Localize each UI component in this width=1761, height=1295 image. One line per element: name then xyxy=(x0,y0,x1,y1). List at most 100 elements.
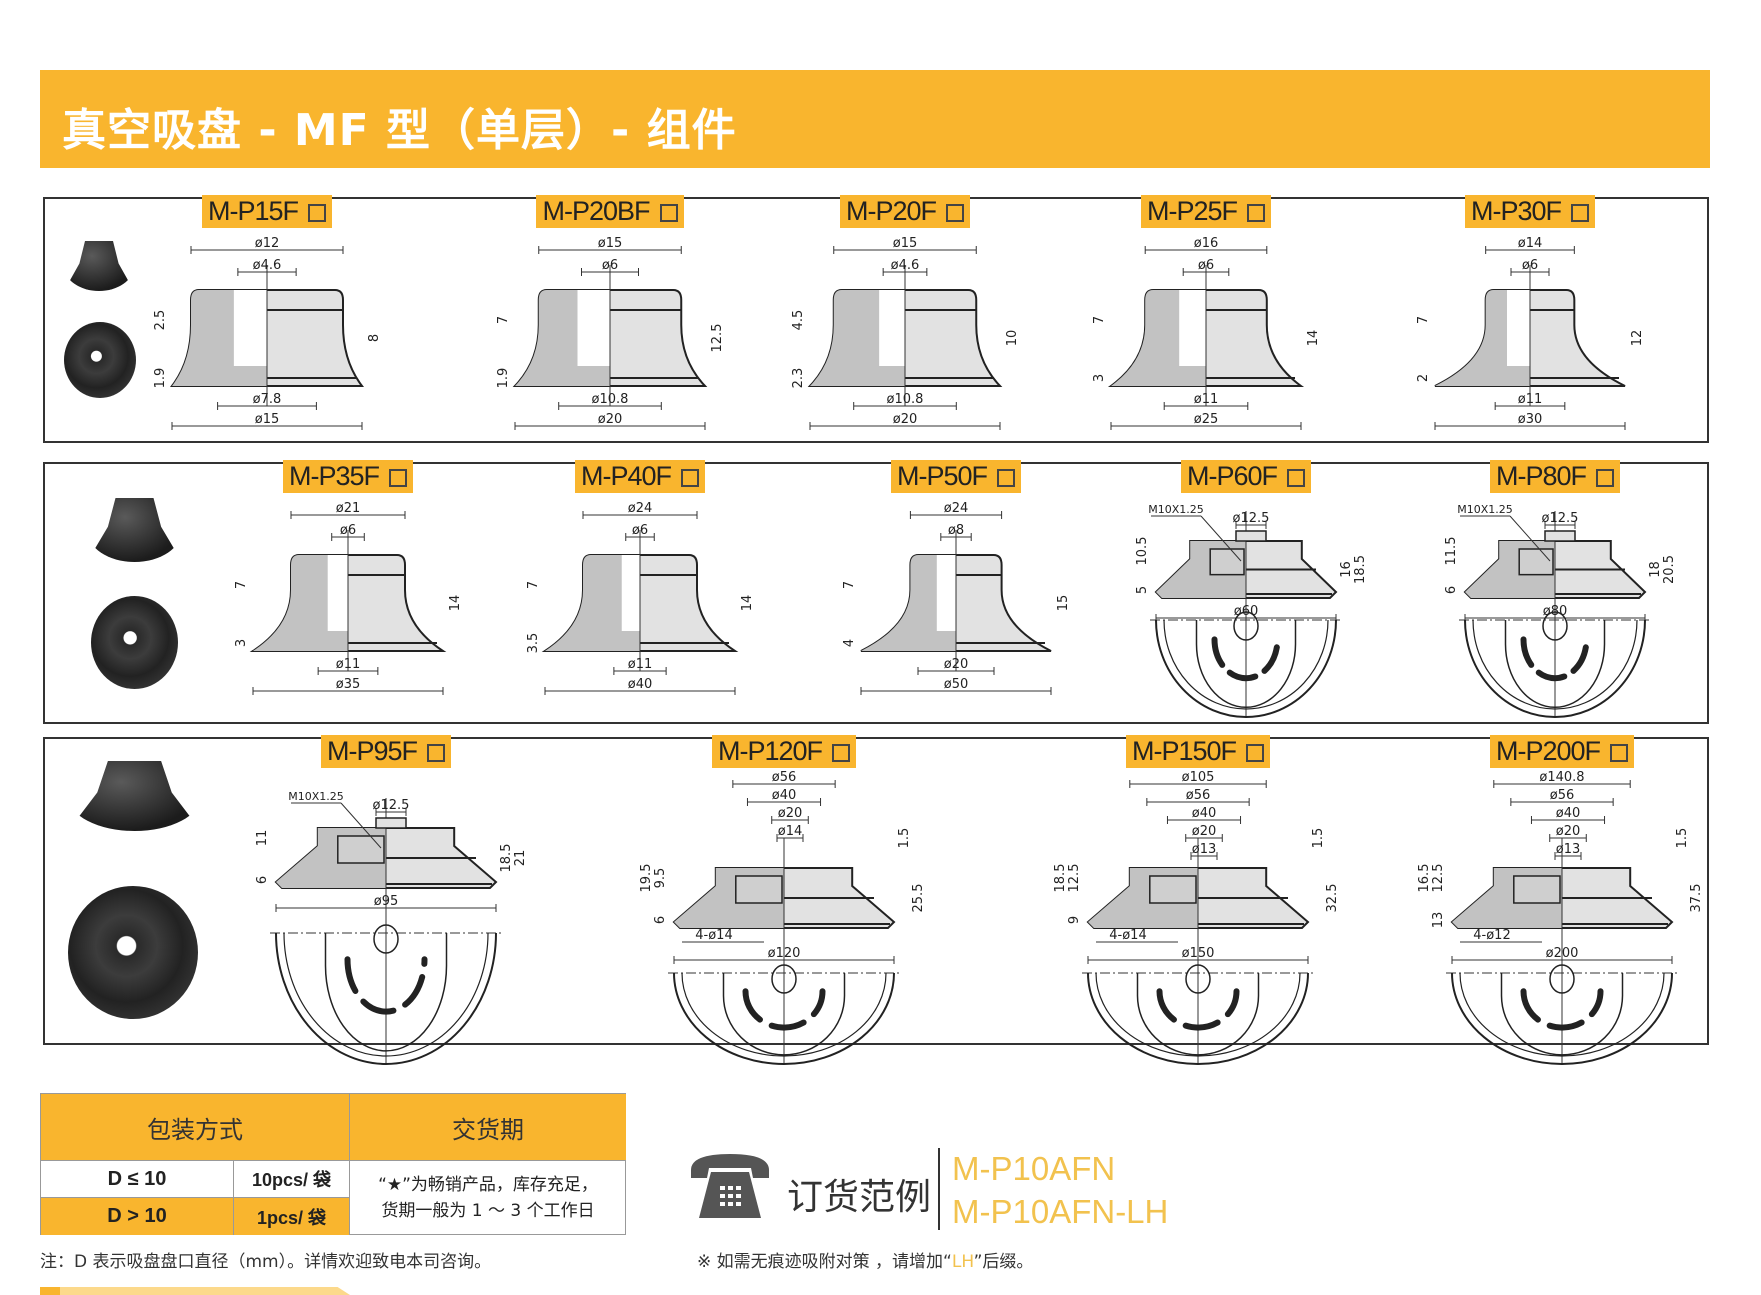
option-checkbox[interactable] xyxy=(681,469,700,487)
leader-line xyxy=(1200,515,1242,562)
model-label: M-P35F xyxy=(282,460,414,493)
option-checkbox[interactable] xyxy=(659,204,678,222)
thread-stem xyxy=(1544,530,1576,542)
plan-slots xyxy=(344,956,428,1015)
plan-outline xyxy=(1155,619,1337,718)
height-dimension: 4 xyxy=(842,639,857,647)
cup-bore xyxy=(327,555,348,631)
insert-section xyxy=(735,875,783,904)
height-dimension: 2 xyxy=(1416,374,1431,382)
height-dimension: 7 xyxy=(1092,316,1107,324)
height-dimension: 1.5 xyxy=(897,828,912,849)
bottom-diameter: ø40 xyxy=(628,677,653,692)
bottom-diameter: ø95 xyxy=(374,894,399,909)
top-diameter: ø40 xyxy=(772,788,797,803)
option-checkbox[interactable] xyxy=(389,469,408,487)
option-checkbox[interactable] xyxy=(997,469,1016,487)
top-diameter: ø12.5 xyxy=(1233,511,1270,526)
cup-section xyxy=(253,555,348,651)
plan-outline xyxy=(1464,619,1646,718)
bottom-diameter: ø10.8 xyxy=(887,392,924,407)
option-checkbox[interactable] xyxy=(1287,469,1306,487)
plan-rib xyxy=(1500,973,1624,1056)
top-diameter: ø21 xyxy=(336,501,361,516)
plan-outline xyxy=(1087,972,1309,1065)
option-checkbox[interactable] xyxy=(1247,204,1266,222)
model-name: M-P35F xyxy=(288,461,380,491)
cup-bore xyxy=(233,290,267,366)
option-checkbox[interactable] xyxy=(1571,204,1590,222)
plan-rib xyxy=(722,973,846,1056)
order-tip-highlight: LH xyxy=(951,1252,974,1272)
option-checkbox[interactable] xyxy=(427,744,446,762)
option-checkbox[interactable] xyxy=(1610,744,1629,762)
bottom-diameter: ø20 xyxy=(944,657,969,672)
order-example-label: 订货范例 xyxy=(787,1177,932,1218)
model-name: M-P95F xyxy=(326,736,418,766)
model-name: M-P40F xyxy=(580,461,672,491)
height-dimension: 32.5 xyxy=(1325,884,1340,913)
model-name: M-P120F xyxy=(717,736,823,766)
height-dimension: 18.5 xyxy=(1053,864,1068,893)
plan-rib xyxy=(1195,620,1297,709)
plan-center-hole xyxy=(1549,964,1575,994)
option-checkbox[interactable] xyxy=(1596,469,1615,487)
delivery-text-line1: “★”为畅销产品，库存充足， xyxy=(378,1175,598,1195)
option-checkbox[interactable] xyxy=(1246,744,1265,762)
top-diameter: ø15 xyxy=(893,236,918,251)
height-dimension: 1.5 xyxy=(1311,828,1326,849)
top-diameter: ø4.6 xyxy=(891,258,920,273)
model-label: M-P150F xyxy=(1125,735,1271,768)
option-checkbox[interactable] xyxy=(832,744,851,762)
product-photo-bottom xyxy=(91,596,178,689)
height-dimension: 6 xyxy=(1444,586,1459,594)
option-checkbox[interactable] xyxy=(946,204,965,222)
model-label: M-P30F xyxy=(1464,195,1596,228)
insert-section xyxy=(337,835,385,864)
height-dimension: 3 xyxy=(234,639,249,647)
height-dimension: 7 xyxy=(234,581,249,589)
bottom-diameter: ø10.8 xyxy=(592,392,629,407)
plan-center-hole xyxy=(1233,611,1259,641)
height-dimension: 9.5 xyxy=(653,868,668,889)
height-dimension: 15 xyxy=(1056,595,1071,612)
model-label: M-P60F xyxy=(1180,460,1312,493)
table-cell-quantity: 10pcs/ 袋 xyxy=(234,1161,350,1198)
model-name: M-P60F xyxy=(1186,461,1278,491)
bottom-diameter: ø200 xyxy=(1546,946,1579,961)
thread-spec: M10X1.25 xyxy=(288,790,344,803)
top-diameter: ø56 xyxy=(1186,788,1211,803)
cup-section xyxy=(861,555,956,651)
height-dimension: 1.5 xyxy=(1675,828,1690,849)
product-photo-bottom xyxy=(68,886,198,1019)
height-dimension: 14 xyxy=(740,595,755,612)
height-dimension: 2.5 xyxy=(153,310,168,331)
option-checkbox[interactable] xyxy=(308,204,327,222)
plan-center-hole xyxy=(1542,611,1568,641)
plan-slots xyxy=(742,988,826,1031)
model-label: M-P50F xyxy=(890,460,1022,493)
title-bar: 真空吸盘 - MF 型（单层）- 组件 xyxy=(40,70,1710,168)
height-dimension: 11 xyxy=(255,830,270,847)
table-header-packaging: 包装方式 xyxy=(41,1094,350,1161)
height-dimension: 7 xyxy=(526,581,541,589)
top-diameter: ø24 xyxy=(628,501,653,516)
height-dimension: 8 xyxy=(367,334,382,342)
plan-slots xyxy=(1520,988,1604,1031)
table-cell-delivery: “★”为畅销产品，库存充足， 货期一般为 1 ～ 3 个工作日 xyxy=(350,1161,626,1235)
thread-stem xyxy=(375,817,407,829)
top-diameter: ø12 xyxy=(255,236,280,251)
top-diameter: ø6 xyxy=(340,523,356,538)
bottom-diameter: ø50 xyxy=(944,677,969,692)
top-diameter: ø40 xyxy=(1556,806,1581,821)
